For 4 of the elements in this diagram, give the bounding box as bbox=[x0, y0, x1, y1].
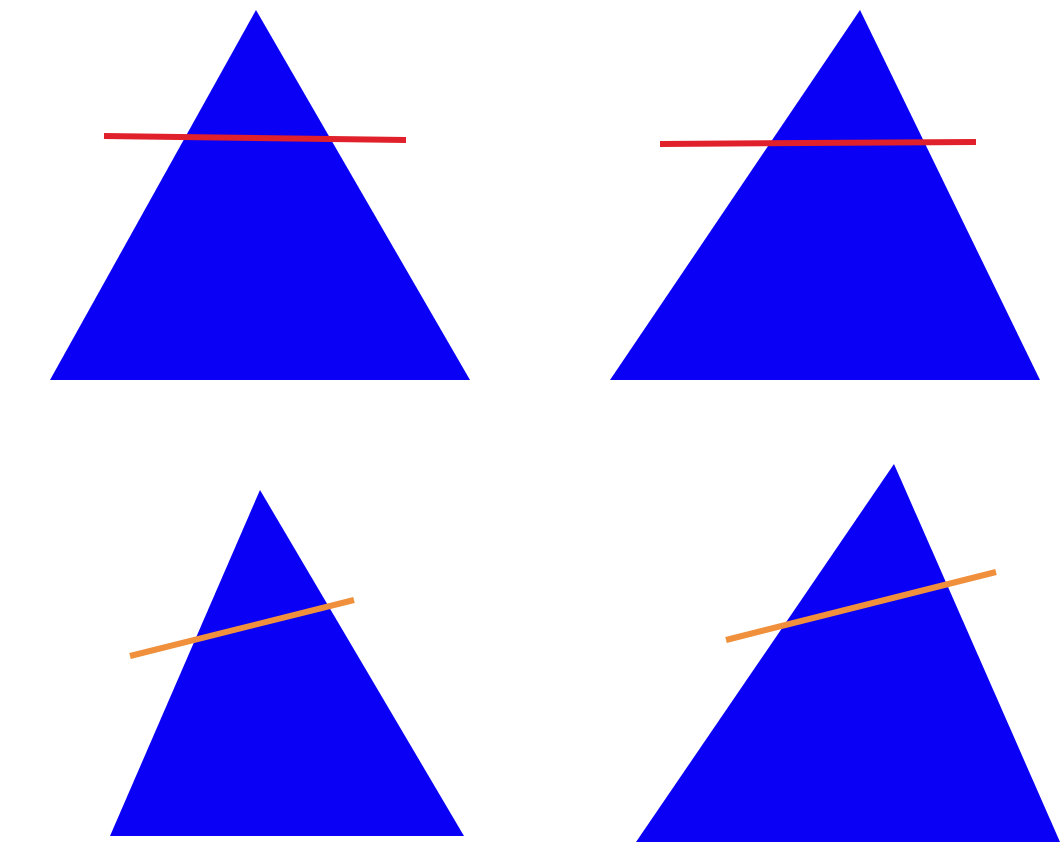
triangle-shape bbox=[50, 10, 470, 380]
triangle-shape bbox=[110, 490, 464, 836]
triangle-shape bbox=[610, 10, 1040, 380]
triangle-shape bbox=[636, 464, 1060, 842]
